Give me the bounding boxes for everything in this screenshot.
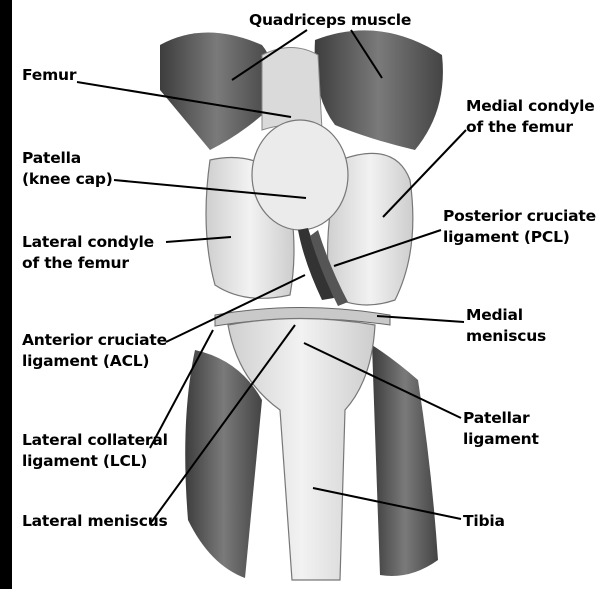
label-quadriceps-muscle: Quadriceps muscle (249, 10, 411, 31)
label-lateral-condyle: Lateral condyle of the femur (22, 232, 154, 274)
label-pcl-line2: ligament (PCL) (443, 227, 596, 248)
label-pcl-line1: Posterior cruciate (443, 206, 596, 227)
label-medial-condyle-line1: Medial condyle (466, 96, 595, 117)
label-lateral-condyle-line1: Lateral condyle (22, 232, 154, 253)
label-medial-condyle-line2: of the femur (466, 117, 595, 138)
femur-shaft (262, 48, 322, 131)
label-patella: Patella (knee cap) (22, 148, 113, 190)
patella-shape (252, 120, 348, 230)
label-posterior-cruciate-ligament: Posterior cruciate ligament (PCL) (443, 206, 596, 248)
label-anterior-cruciate-ligament: Anterior cruciate ligament (ACL) (22, 330, 167, 372)
label-patella-line1: Patella (22, 148, 113, 169)
label-patellar-ligament-line2: ligament (463, 429, 539, 450)
lateral-muscle (185, 350, 262, 578)
label-patellar-ligament-line1: Patellar (463, 408, 539, 429)
label-medial-meniscus-line1: Medial (466, 305, 546, 326)
label-medial-meniscus-line2: meniscus (466, 326, 546, 347)
label-acl-line2: ligament (ACL) (22, 351, 167, 372)
label-medial-meniscus: Medial meniscus (466, 305, 546, 347)
label-lateral-meniscus: Lateral meniscus (22, 511, 168, 532)
label-lateral-condyle-line2: of the femur (22, 253, 154, 274)
quadriceps-left-mass (160, 33, 274, 151)
label-patellar-ligament: Patellar ligament (463, 408, 539, 450)
label-lcl-line2: ligament (LCL) (22, 451, 168, 472)
label-lcl-line1: Lateral collateral (22, 430, 168, 451)
label-femur: Femur (22, 65, 76, 86)
label-lateral-collateral-ligament: Lateral collateral ligament (LCL) (22, 430, 168, 472)
quadriceps-right-mass (315, 30, 443, 150)
label-medial-condyle: Medial condyle of the femur (466, 96, 595, 138)
label-acl-line1: Anterior cruciate (22, 330, 167, 351)
label-tibia: Tibia (463, 511, 505, 532)
label-patella-line2: (knee cap) (22, 169, 113, 190)
